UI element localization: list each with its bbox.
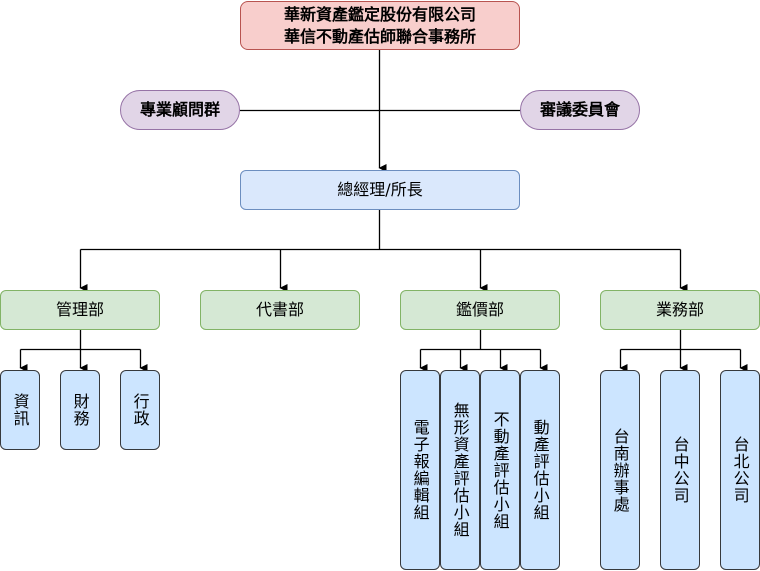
company-name-line2: 華信不動產估師聯合事務所: [283, 26, 476, 46]
dept-label: 管理部: [55, 300, 104, 320]
gm-label: 總經理/所長: [337, 180, 423, 200]
line-mgmt-branch: [20, 330, 141, 351]
unit-label: 台北公司: [730, 436, 750, 504]
unit-node-finance: 財務: [60, 370, 100, 450]
dept-label: 代書部: [255, 300, 304, 320]
unit-node-it: 資訊: [0, 370, 40, 450]
advisory-label: 審議委員會: [539, 100, 620, 120]
dept-node-scrivener: 代書部: [200, 290, 360, 330]
unit-label: 資訊: [10, 393, 30, 427]
unit-label: 無形資產評估小組: [450, 402, 470, 538]
unit-node-newsletter: 電子報編輯組: [400, 370, 440, 570]
company-node: 華新資產鑑定股份有限公司 華信不動產估師聯合事務所: [240, 1, 520, 50]
unit-node-taichung: 台中公司: [660, 370, 700, 570]
unit-node-movable: 動產評估小組: [520, 370, 560, 570]
dept-label: 業務部: [655, 300, 704, 320]
advisory-node-committee: 審議委員會: [520, 90, 640, 130]
unit-label: 行政: [130, 393, 150, 427]
unit-node-real-estate: 不動產評估小組: [480, 370, 520, 570]
unit-label: 台南辦事處: [610, 427, 630, 513]
dept-node-management: 管理部: [0, 290, 160, 330]
line-appraisal-branch: [420, 330, 541, 351]
dept-label: 鑑價部: [455, 300, 504, 320]
unit-node-intangible: 無形資產評估小組: [440, 370, 480, 570]
unit-node-tainan: 台南辦事處: [600, 370, 640, 570]
company-name-line1: 華新資產鑑定股份有限公司: [283, 4, 476, 24]
unit-label: 不動產評估小組: [490, 410, 510, 530]
unit-label: 電子報編輯組: [410, 419, 430, 521]
advisory-node-consultants: 專業顧問群: [120, 90, 240, 130]
unit-node-admin: 行政: [120, 370, 160, 450]
unit-label: 台中公司: [670, 436, 690, 504]
dept-node-business: 業務部: [600, 290, 760, 330]
line-business-branch: [620, 330, 741, 351]
unit-label: 動產評估小組: [530, 419, 550, 521]
unit-node-taipei: 台北公司: [720, 370, 760, 570]
advisory-label: 專業顧問群: [139, 100, 220, 120]
unit-label: 財務: [70, 393, 90, 427]
dept-node-appraisal: 鑑價部: [400, 290, 560, 330]
line-gm-branch: [80, 210, 681, 251]
gm-node: 總經理/所長: [240, 170, 520, 210]
